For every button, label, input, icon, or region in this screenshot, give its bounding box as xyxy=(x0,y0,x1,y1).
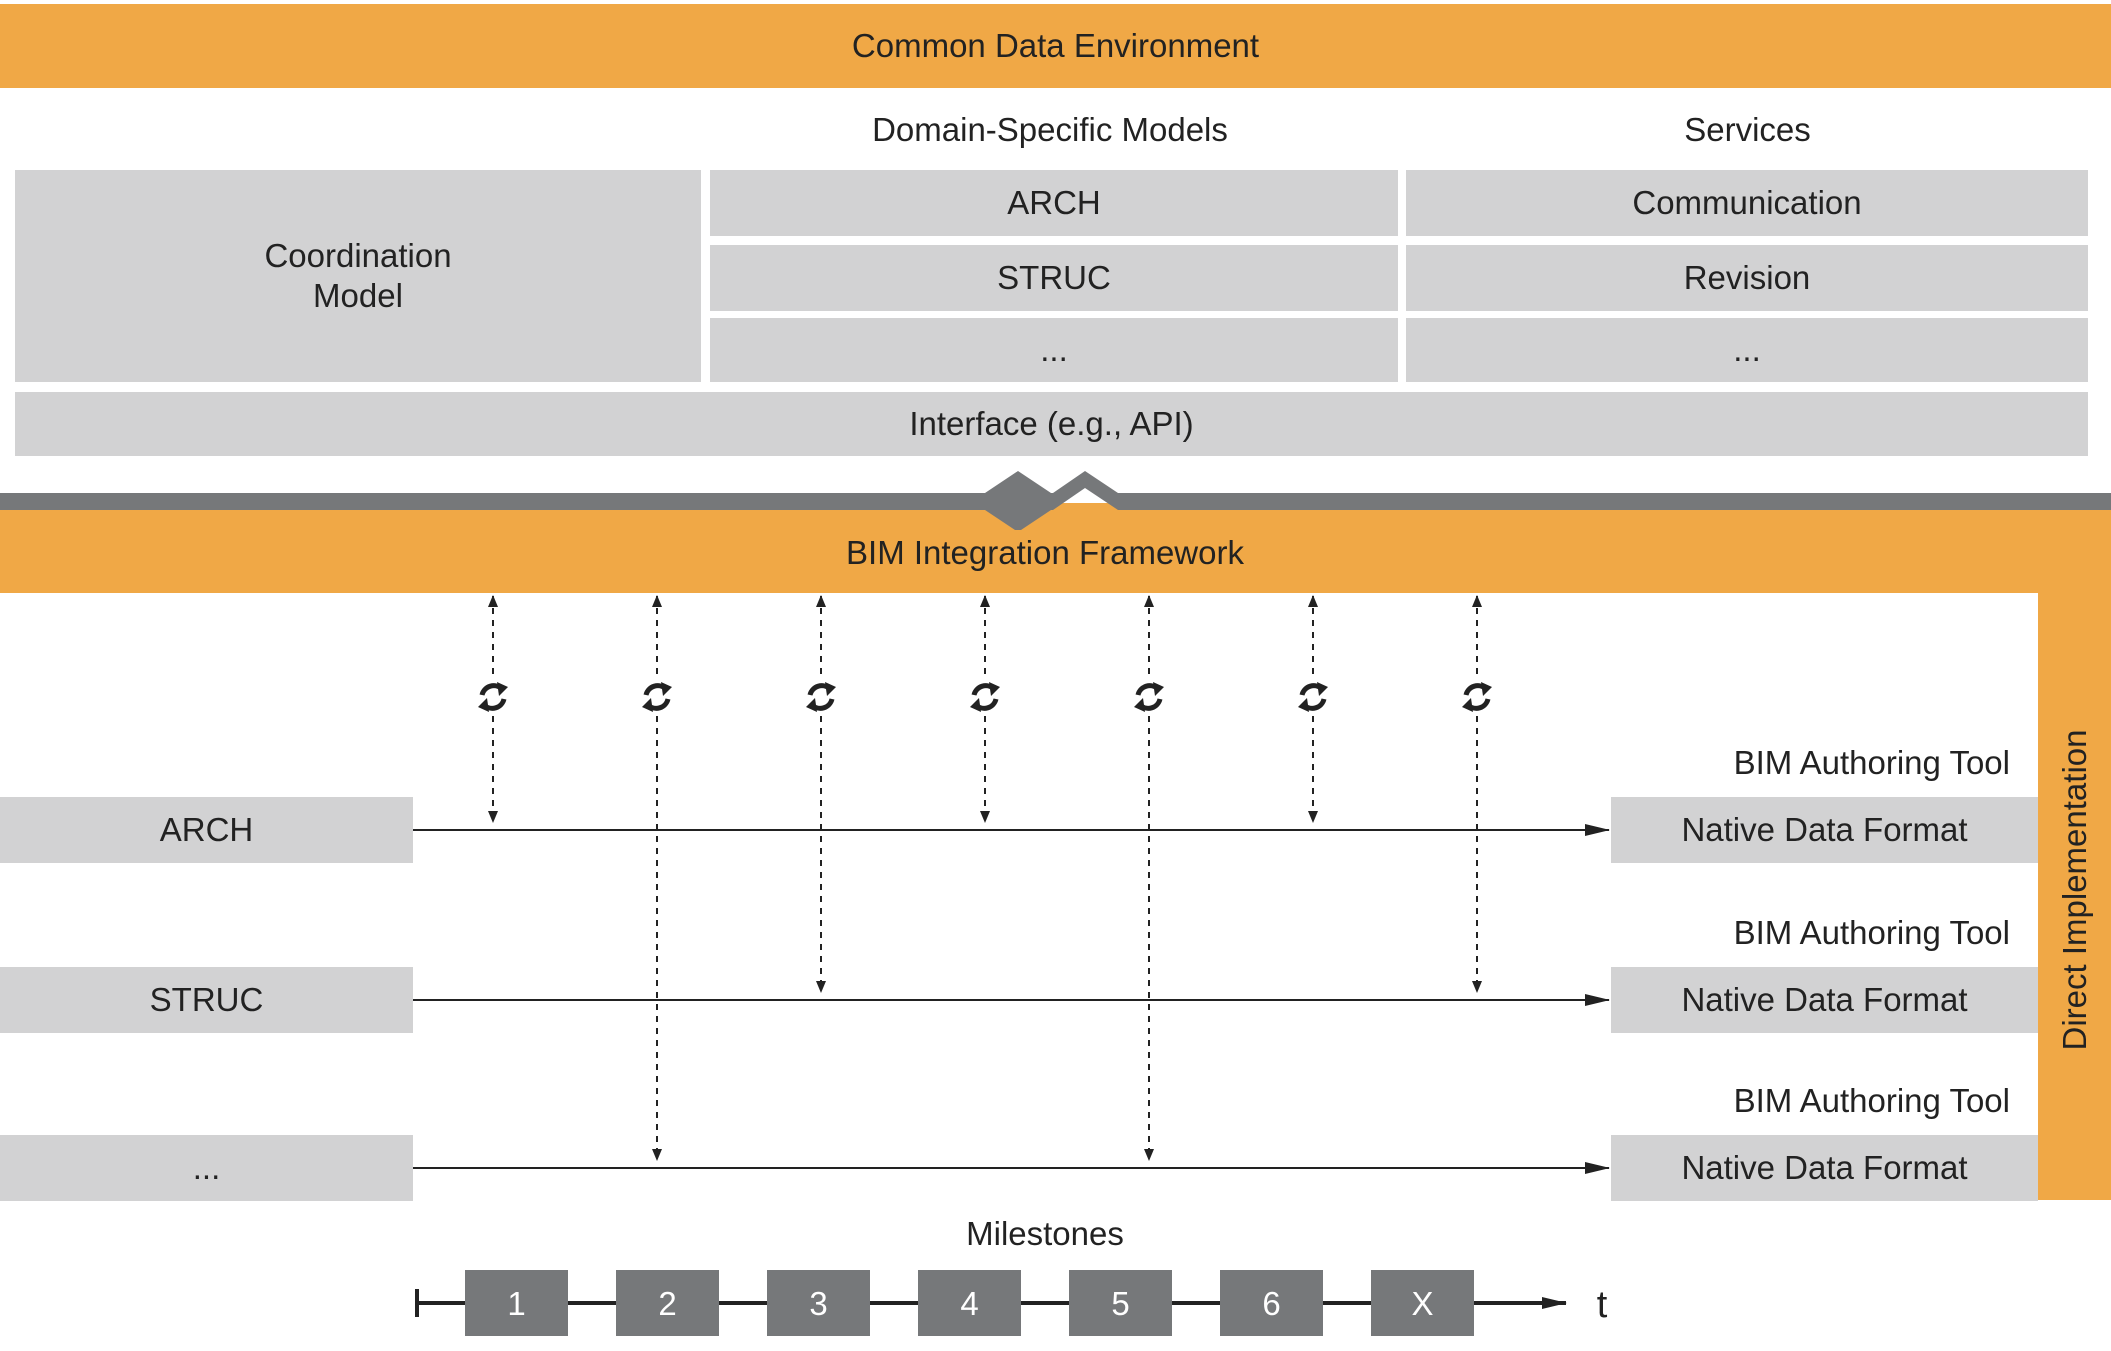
milestone-label: 6 xyxy=(1262,1285,1280,1322)
domain-models-heading: Domain-Specific Models xyxy=(872,111,1228,149)
service-communication: Communication xyxy=(1406,170,2088,236)
interface-bar: Interface (e.g., API) xyxy=(15,392,2088,456)
tool-label-arch: BIM Authoring Tool xyxy=(1733,744,2010,782)
sync-icon xyxy=(475,679,511,715)
sync-icon xyxy=(1459,679,1495,715)
milestone-box-5 xyxy=(1069,1270,1172,1336)
milestone-label: 4 xyxy=(960,1285,978,1322)
milestone-box-1 xyxy=(465,1270,568,1336)
sync-icon xyxy=(639,679,675,715)
time-axis-label: t xyxy=(1597,1284,1608,1326)
bif-title: BIM Integration Framework xyxy=(846,534,1244,572)
milestone-box-2 xyxy=(616,1270,719,1336)
milestone-label: 3 xyxy=(809,1285,827,1322)
native-format-more: Native Data Format xyxy=(1611,1135,2038,1201)
milestone-label: 1 xyxy=(507,1285,525,1322)
sync-icon xyxy=(967,679,1003,715)
milestone-box-X xyxy=(1371,1270,1474,1336)
milestone-label: 5 xyxy=(1111,1285,1129,1322)
milestone-box-4 xyxy=(918,1270,1021,1336)
connector-shape xyxy=(0,471,2111,530)
bif-band xyxy=(0,503,2111,593)
domain-model-more: ... xyxy=(710,318,1398,382)
direct-implementation-bar xyxy=(2038,503,2111,1200)
milestone-label: X xyxy=(1411,1285,1433,1322)
milestones-title: Milestones xyxy=(966,1215,1124,1253)
milestone-box-6 xyxy=(1220,1270,1323,1336)
milestone-label: 2 xyxy=(658,1285,676,1322)
sync-icon xyxy=(1295,679,1331,715)
native-format-struc: Native Data Format xyxy=(1611,967,2038,1033)
domain-model-arch: ARCH xyxy=(710,170,1398,236)
domain-model-struc: STRUC xyxy=(710,245,1398,311)
milestone-timeline: t 1 2 3 4 5 6 X xyxy=(415,1270,1608,1336)
native-format-arch: Native Data Format xyxy=(1611,797,2038,863)
services-heading: Services xyxy=(1684,111,1811,149)
lane-struc: STRUC xyxy=(0,967,413,1033)
service-more: ... xyxy=(1406,318,2088,382)
tool-label-struc: BIM Authoring Tool xyxy=(1733,914,2010,952)
lane-more: ... xyxy=(0,1135,413,1201)
cde-header: Common Data Environment xyxy=(0,4,2111,88)
lane-arch: ARCH xyxy=(0,797,413,863)
service-revision: Revision xyxy=(1406,245,2088,311)
cde-title: Common Data Environment xyxy=(851,27,1260,65)
sync-icon xyxy=(803,679,839,715)
sync-icon xyxy=(1131,679,1167,715)
tool-label-more: BIM Authoring Tool xyxy=(1733,1082,2010,1120)
milestone-box-3 xyxy=(767,1270,870,1336)
coordination-model: Coordination Model xyxy=(15,170,701,382)
